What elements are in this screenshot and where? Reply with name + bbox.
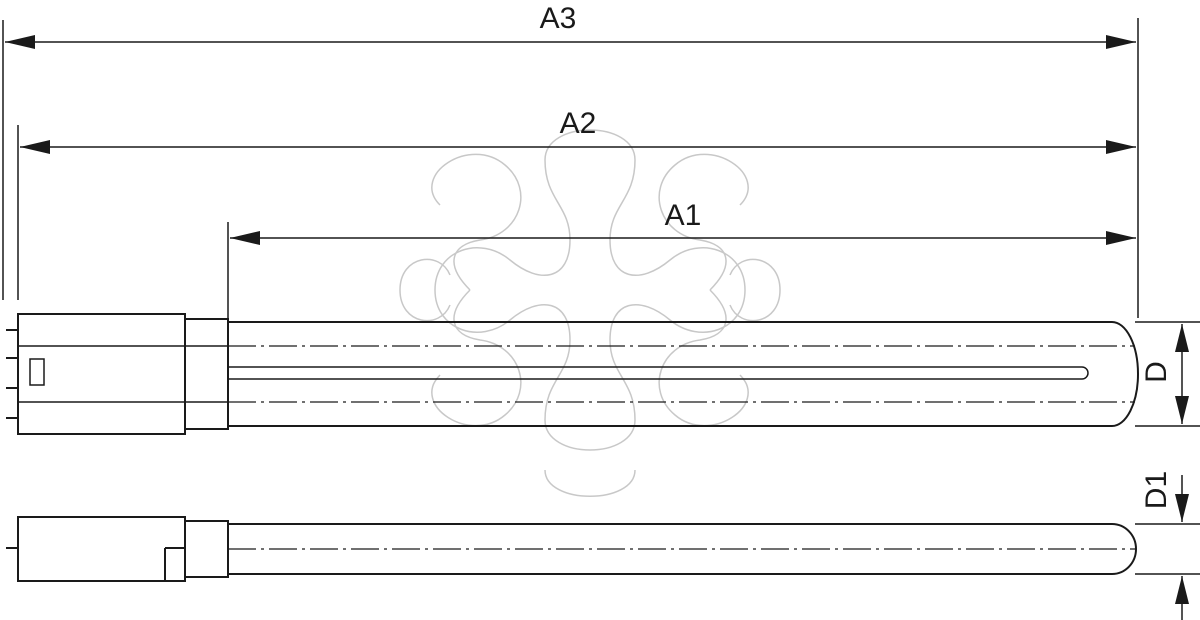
lamp-top-view xyxy=(6,313,1139,435)
collar-side xyxy=(184,520,229,578)
base-window xyxy=(29,358,45,386)
collar-top xyxy=(184,318,229,430)
label-a2: A2 xyxy=(560,107,597,140)
label-d1: D1 xyxy=(1140,471,1173,509)
dimension-d1: D1 xyxy=(1140,471,1189,620)
label-d: D xyxy=(1140,361,1173,383)
watermark-logo xyxy=(399,129,781,497)
dimension-a1: A1 xyxy=(230,199,1136,245)
base-top xyxy=(17,313,186,435)
label-a1: A1 xyxy=(665,199,702,232)
dimension-a2: A2 xyxy=(20,107,1136,154)
label-a3: A3 xyxy=(540,2,577,35)
dimension-d: D xyxy=(1140,324,1189,424)
base-side xyxy=(17,516,186,582)
dimension-a3: A3 xyxy=(5,2,1136,49)
tube-top xyxy=(228,321,1139,427)
tube-bridge xyxy=(228,366,1089,380)
pins-top xyxy=(6,329,18,419)
tube-side xyxy=(228,523,1137,575)
extension-lines xyxy=(2,18,1200,575)
lamp-side-view xyxy=(6,516,1137,582)
